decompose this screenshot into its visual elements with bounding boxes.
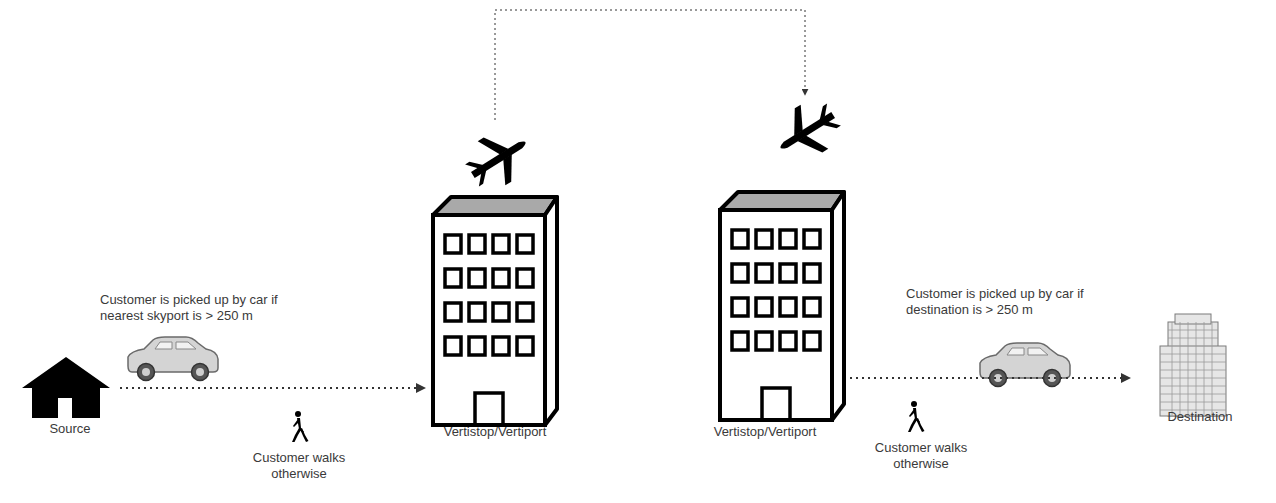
vertiport-building (433, 197, 557, 425)
note-text: Customer walks otherwise (244, 450, 354, 482)
icon-node: Vertistop/Vertiport (425, 120, 565, 426)
dotted-arrow (120, 387, 425, 389)
walker-icon (908, 401, 925, 432)
walker-icon (292, 411, 309, 442)
edge-label: Customer is picked up by car if nearest … (100, 292, 285, 324)
car-icon (128, 337, 218, 381)
plane-landing (767, 92, 848, 169)
dotted-arrow (850, 377, 1130, 379)
dotted-arrow (495, 10, 805, 120)
node-label: Vertistop/Vertiport (680, 424, 850, 440)
edge-label: Customer is picked up by car if destinat… (906, 286, 1091, 318)
house-icon (22, 357, 110, 418)
note-text: Customer walks otherwise (866, 440, 976, 472)
car-icon (980, 343, 1070, 387)
node-label: Source (20, 421, 120, 437)
vertiport-building (720, 192, 844, 420)
skyscraper-icon (1160, 314, 1226, 416)
icon-node: Vertistop/Vertiport (700, 95, 850, 421)
plane-takeoff (458, 120, 539, 197)
icon-node: Source (20, 355, 120, 419)
node-label: Destination (1145, 409, 1255, 425)
node-label: Vertistop/Vertiport (405, 424, 585, 440)
icon-node: Destination (1130, 305, 1260, 415)
